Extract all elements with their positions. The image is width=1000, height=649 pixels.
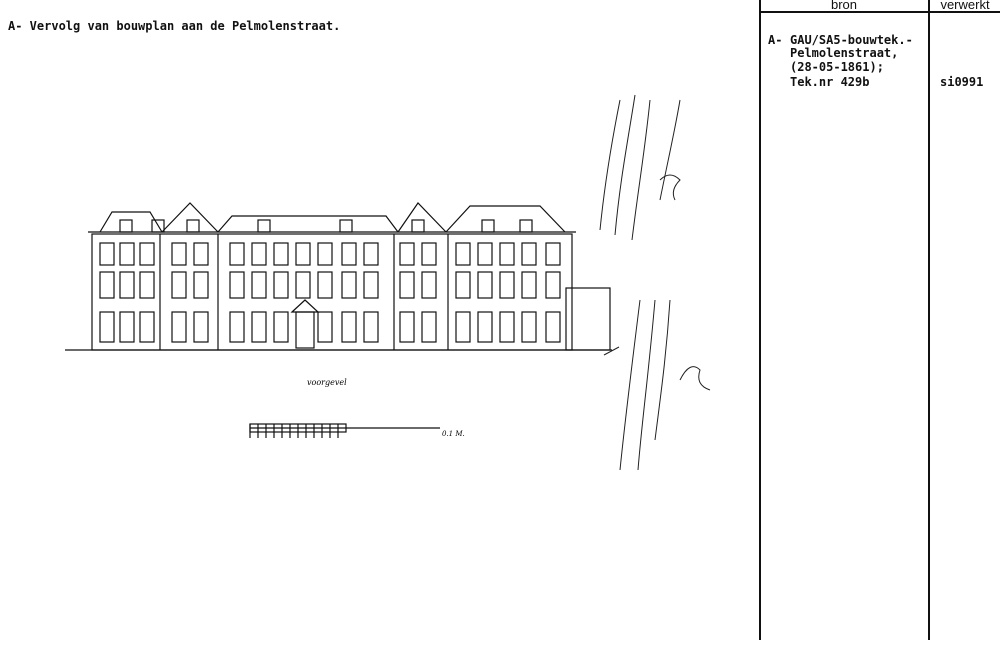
entry-marker: A-	[768, 33, 783, 47]
source-line: GAU/SA5-bouwtek.-	[790, 33, 913, 47]
dormer-window	[411, 219, 425, 233]
verwerkt-code: si0991	[940, 75, 984, 89]
window	[171, 271, 187, 299]
dormer-window	[257, 219, 271, 233]
drawing-caption: voorgevel	[307, 378, 347, 387]
document-title: A- Vervolg van bouwplan aan de Pelmolens…	[8, 19, 341, 33]
handwritten-annotation	[599, 94, 711, 471]
window	[171, 311, 187, 343]
window	[119, 271, 135, 299]
window	[251, 242, 267, 266]
dormer-window	[519, 219, 533, 233]
window	[251, 271, 267, 299]
window	[273, 242, 289, 266]
window	[477, 311, 493, 343]
window	[99, 242, 115, 266]
dormer-window	[119, 219, 133, 233]
window	[317, 242, 333, 266]
window	[421, 242, 437, 266]
window	[521, 242, 537, 266]
window	[545, 311, 561, 343]
window	[499, 242, 515, 266]
window	[399, 271, 415, 299]
window	[273, 311, 289, 343]
window	[477, 242, 493, 266]
window	[229, 242, 245, 266]
window	[119, 311, 135, 343]
window	[99, 311, 115, 343]
window	[193, 311, 209, 343]
window	[171, 242, 187, 266]
window	[295, 271, 311, 299]
dormer-window	[339, 219, 353, 233]
window	[341, 311, 357, 343]
dormer-window	[151, 219, 165, 233]
window	[229, 271, 245, 299]
window	[295, 242, 311, 266]
window	[521, 311, 537, 343]
window	[193, 271, 209, 299]
window	[99, 271, 115, 299]
column-header-verwerkt: verwerkt	[940, 0, 990, 12]
window	[251, 311, 267, 343]
source-line: (28-05-1861);	[790, 60, 884, 74]
window	[499, 311, 515, 343]
window	[317, 271, 333, 299]
window	[139, 311, 155, 343]
window	[455, 242, 471, 266]
dormer-window	[481, 219, 495, 233]
window	[499, 271, 515, 299]
column-divider-left	[759, 0, 761, 640]
window	[341, 271, 357, 299]
window	[521, 271, 537, 299]
column-header-bron: bron	[830, 0, 858, 12]
window	[139, 242, 155, 266]
window	[139, 271, 155, 299]
window	[119, 242, 135, 266]
window	[477, 271, 493, 299]
window	[363, 311, 379, 343]
header-rule	[760, 11, 1000, 13]
source-line: Pelmolenstraat,	[790, 46, 899, 60]
window	[229, 311, 245, 343]
source-line: Tek.nr 429b	[790, 75, 870, 89]
window	[341, 242, 357, 266]
window	[193, 242, 209, 266]
window	[455, 311, 471, 343]
window	[399, 242, 415, 266]
window	[421, 271, 437, 299]
window	[545, 242, 561, 266]
facade-drawing: voorgevel 0.1 M.	[65, 94, 711, 471]
scale-label: 0.1 M.	[442, 430, 465, 438]
window	[455, 271, 471, 299]
column-divider-right	[928, 0, 930, 640]
window	[399, 311, 415, 343]
dormer-window	[186, 219, 200, 233]
window	[273, 271, 289, 299]
window	[363, 271, 379, 299]
window	[317, 311, 333, 343]
window	[421, 311, 437, 343]
window	[363, 242, 379, 266]
window	[545, 271, 561, 299]
